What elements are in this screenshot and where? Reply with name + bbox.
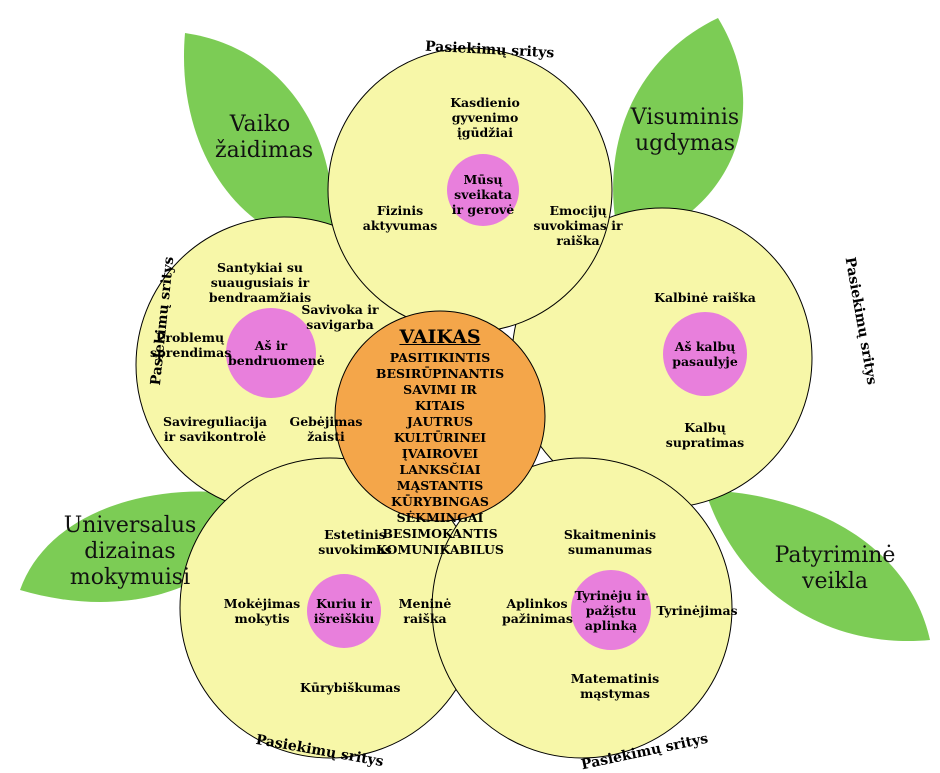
item-left-play: Gebėjimas žaisti [289,414,363,444]
item-bl-creativity: Kūrybiškumas [300,680,401,695]
item-bl-learning: Mokėjimas mokytis [223,596,301,626]
item-left-self: Savivoka ir savigarba [301,302,379,332]
leaf-label-top-left: Vaiko žaidimas [215,112,314,163]
item-left-selfregulation: Savireguliacija ir savikontrolė [162,414,268,444]
hub-label-bottom-right: Tyrinėju ir pažįstu aplinką [574,588,648,633]
hub-label-bottom-left: Kuriu ir išreiškiu [313,596,375,626]
hub-label-right: Aš kalbų pasaulyje [672,339,738,369]
item-left-relationships: Santykiai su suaugusiais ir bendraamžiai… [208,260,312,305]
center-circle [334,310,546,522]
center-trait: JAUTRUS KULTŪRINEI ĮVAIROVEI [393,414,487,461]
leaf-label-bottom-left: Universalus dizainas mokymuisi [63,513,197,590]
item-br-digital: Skaitmeninis sumanumas [563,527,657,557]
item-br-research: Tyrinėjimas [656,603,738,618]
center-trait: KOMUNIKABILUS [376,542,504,557]
item-right-understanding: Kalbų supratimas [665,420,745,450]
hub-label-left: Aš ir bendruomenė [228,338,325,368]
hub-top [447,154,519,226]
center-trait: KŪRYBINGAS [391,494,489,509]
leaf-top-right [613,18,744,245]
hub-bottom-left [307,574,381,648]
item-top-emotions: Emocijų suvokimas ir raiška [533,203,623,248]
leaf-label-bottom-right: Patyriminė veikla [774,543,896,594]
item-bl-aesthetic: Estetinis suvokimas [318,527,392,557]
item-br-environment: Aplinkos pažinimas [502,596,573,626]
item-top-physical: Fizinis aktyvumas [362,203,438,233]
center-title: VAIKAS [399,326,481,348]
leaf-top-left [183,33,333,250]
center-trait: SĖKMINGAI BESIMOKANTIS [382,510,498,541]
hub-label-top: Mūsų sveikata ir gerovė [451,172,515,217]
leaf-bottom-left [20,491,270,603]
center-trait: PASITIKINTIS [389,350,491,365]
hub-left [226,308,316,398]
item-bl-art: Meninė raiška [398,596,452,626]
item-br-math: Matematinis mąstymas [570,671,660,701]
center-traits: PASITIKINTIS BESIRŪPINANTIS SAVIMI IR KI… [362,350,518,558]
center-trait: BESIRŪPINANTIS SAVIMI IR KITAIS [375,366,505,413]
leaf-bottom-right [705,490,930,642]
item-right-expression: Kalbinė raiška [654,290,756,305]
center-trait: LANKSČIAI MĄSTANTIS [396,462,484,493]
item-top-daily-skills: Kasdienio gyvenimo įgūdžiai [450,95,520,140]
leaf-label-top-right: Visuminis ugdymas [630,105,740,156]
item-left-problems: Problemų sprendimas [150,330,232,360]
hub-bottom-right [571,570,651,650]
hub-right [663,312,747,396]
